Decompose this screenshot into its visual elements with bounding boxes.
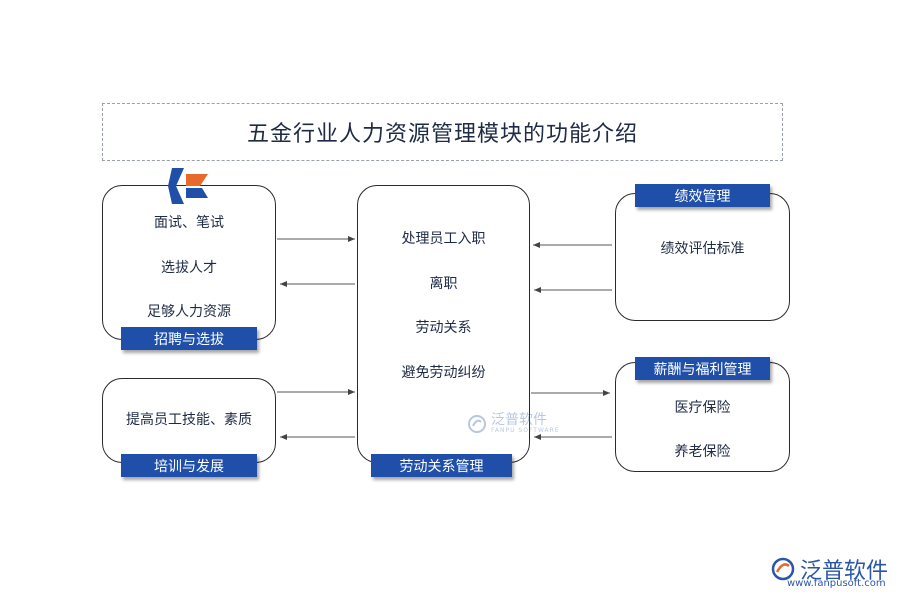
perf-item: 绩效评估标准 (660, 241, 745, 257)
recruit-item: 面试、笔试 (154, 215, 224, 231)
brand: 泛普软件 (770, 553, 888, 585)
recruit-label: 招聘与选拔 (121, 327, 257, 350)
company-logo-icon (168, 168, 208, 204)
perf-label: 绩效管理 (635, 184, 770, 207)
title-box: 五金行业人力资源管理模块的功能介绍 (102, 103, 783, 161)
labor-item: 避免劳动纠纷 (401, 365, 486, 381)
brand-url[interactable]: www.fanpusoft.com (787, 578, 886, 589)
salary-panel: 医疗保险 养老保险 (615, 362, 790, 472)
brand-logo-icon (771, 557, 795, 581)
brand-name: 泛普软件 (800, 559, 889, 584)
salary-item: 医疗保险 (674, 400, 731, 416)
labor-item: 劳动关系 (415, 320, 472, 336)
watermark-logo-icon (468, 414, 486, 433)
watermark: 泛普软件 FANPU SOFTWARE (467, 413, 560, 434)
watermark-sub: FANPU SOFTWARE (491, 427, 560, 434)
train-panel: 提高员工技能、素质 (102, 378, 276, 463)
labor-item: 处理员工入职 (401, 231, 486, 247)
recruit-panel: 面试、笔试 选拔人才 足够人力资源 (102, 185, 276, 340)
page-title: 五金行业人力资源管理模块的功能介绍 (246, 122, 638, 147)
salary-label: 薪酬与福利管理 (635, 357, 770, 380)
train-label: 培训与发展 (121, 454, 257, 477)
recruit-item: 选拔人才 (161, 260, 217, 276)
labor-label: 劳动关系管理 (371, 454, 512, 477)
labor-panel: 处理员工入职 离职 劳动关系 避免劳动纠纷 (357, 185, 530, 463)
recruit-item: 足够人力资源 (147, 304, 231, 320)
train-item: 提高员工技能、素质 (126, 412, 252, 428)
salary-item: 养老保险 (674, 444, 731, 460)
watermark-name: 泛普软件 (491, 412, 547, 428)
labor-item: 离职 (429, 276, 458, 292)
perf-panel: 绩效评估标准 (615, 193, 790, 321)
